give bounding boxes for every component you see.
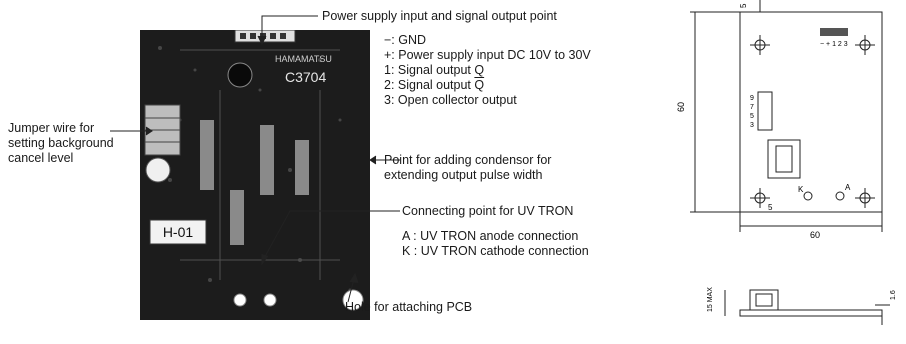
- pin-legend-power: +: Power supply input DC 10V to 30V: [384, 48, 591, 62]
- condensor-line-2: extending output pulse width: [384, 168, 543, 182]
- dimension-drawing: − + 1 2 3 9 7 5 3 K A 5 60 60 5 15 MAX 1…: [676, 0, 897, 325]
- pcb-photo: H-01 HAMAMATSU C3704: [140, 30, 370, 320]
- board-tag: H-01: [163, 224, 194, 240]
- uv-tron-legend: A : UV TRON anode connection K : UV TRON…: [402, 229, 589, 259]
- hole-callout: Hole for attaching PCB: [345, 300, 473, 314]
- dim-max: 15 MAX: [707, 287, 714, 312]
- jumper-wire-callout: Jumper wire for setting background cance…: [8, 121, 114, 166]
- condensor-line-1: Point for adding condensor for: [384, 153, 552, 167]
- dim-max-num: 15 MAX: [707, 287, 714, 312]
- pin-legend-q: 1: Signal output Q: [384, 63, 485, 77]
- jumper-line-2: setting background: [8, 136, 114, 150]
- photo-leaders: [110, 15, 400, 263]
- board-outline: [739, 11, 883, 213]
- pin-legend-qbar: 2: Signal output Q: [384, 78, 485, 92]
- pin-legend-gnd: −: GND: [384, 33, 427, 47]
- jumper-num-5: 5: [750, 113, 754, 120]
- jumper-line-1: Jumper wire for: [8, 121, 95, 135]
- uv-tron-callout: Connecting point for UV TRON: [402, 204, 574, 218]
- pin-legend: −: GND +: Power supply input DC 10V to 3…: [384, 33, 591, 108]
- pin-legend-open-collector: 3: Open collector output: [384, 93, 517, 107]
- mount-hole: [342, 289, 364, 311]
- dim-width: 60: [810, 230, 820, 240]
- jumper-num-7: 7: [750, 104, 754, 111]
- connector-pins-label: − + 1 2 3: [820, 41, 848, 48]
- board-model: C3704: [285, 69, 326, 85]
- side-view-board: [739, 309, 883, 317]
- uv-legend-cathode: K : UV TRON cathode connection: [402, 244, 589, 258]
- dim-height: 60: [676, 102, 686, 112]
- board-maker: HAMAMATSU: [275, 54, 332, 64]
- jumper-num-3: 3: [750, 122, 754, 129]
- dim-top: 5: [739, 3, 748, 8]
- dim-side: 5: [768, 203, 773, 212]
- power-supply-callout: Power supply input and signal output poi…: [322, 9, 557, 23]
- condensor-callout: Point for adding condensor for extending…: [384, 153, 551, 183]
- uv-legend-anode: A : UV TRON anode connection: [402, 229, 579, 243]
- cathode-pad-label: K: [798, 185, 804, 194]
- jumper-line-3: cancel level: [8, 151, 74, 165]
- jumper-num-9: 9: [750, 95, 754, 102]
- dim-thickness: 1.6: [890, 290, 897, 300]
- anode-pad-label: A: [845, 183, 851, 192]
